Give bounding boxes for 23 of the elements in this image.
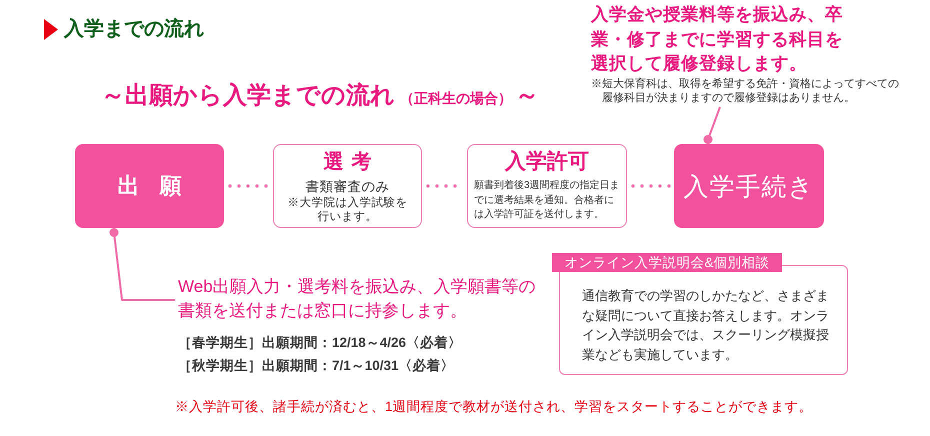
info-text: 通信教育での学習のしかたなど、さまざまな疑問について直接お答えします。オンライン入学説明会では、スクーリング模擬授業なども実施しています。 — [582, 287, 830, 364]
section-title: 入学までの流れ — [64, 16, 204, 42]
period-text: ［秋学期生］出願期間：7/1～10/31〈必着〉 — [178, 356, 455, 375]
leader-line — [110, 228, 175, 301]
step-title: 選考 — [322, 150, 380, 174]
callout-text: Web出願入力・選考料を振込み、入学願書等の書類を送付または窓口に持参します。 — [178, 276, 537, 322]
step-box — [467, 144, 627, 228]
step-box: 入学手続き — [674, 144, 824, 228]
subtitle: ～ — [515, 81, 539, 111]
step-note: ※大学院は入学試験を行います。 — [286, 197, 408, 224]
callout-text: 入学金や授業料等を振込み、卒業・修了までに学習する科目を選択して履修登録します。 — [591, 3, 844, 75]
note-text: ※短大保育科は、取得を希望する免許・資格によってすべての履修科目が決まりますので履修登録はありません。 — [591, 77, 900, 105]
subtitle-note: （正科生の場合） — [400, 88, 512, 106]
step-title: 入学許可 — [505, 149, 589, 174]
footnote: ※入学許可後、諸手続が済むと、1週間程度で教材が送付され、学習をスタートすることができます。 — [175, 398, 813, 416]
period-text: ［春学期生］出願期間：12/18～4/26〈必着〉 — [178, 334, 462, 352]
heading-tab: オンライン入学説明会&個別相談 — [552, 253, 782, 272]
step-box: 出願 — [75, 144, 224, 228]
step-subtitle: 書類審査のみ — [306, 178, 390, 196]
subtitle: ～出願から入学までの流れ — [101, 81, 395, 111]
leader-line — [704, 106, 721, 144]
step-box — [273, 144, 422, 228]
step-description: 願書到着後3週間程度の指定日までに選考結果を通知。合格者には入学許可証を送付します。 — [474, 179, 620, 222]
